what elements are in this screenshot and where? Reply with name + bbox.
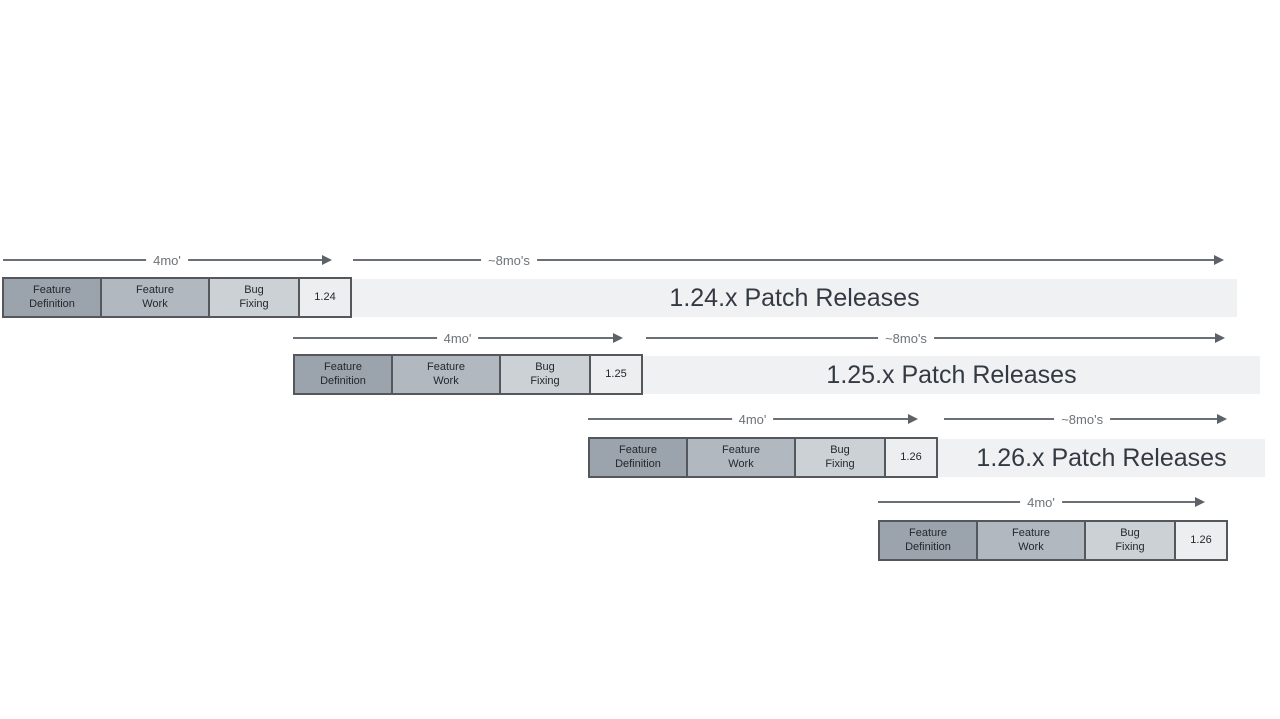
patch-releases-bar-3: 1.26.x Patch Releases — [938, 439, 1265, 477]
eight-month-arrow-1: ~8mo's — [352, 251, 1224, 269]
arrow-line — [353, 259, 1215, 261]
four-month-label: 4mo' — [146, 253, 188, 268]
phase-box-bug-fixing: Bug Fixing — [499, 354, 591, 395]
timeline-row-4: Feature Definition Feature Work Bug Fixi… — [878, 520, 1228, 561]
arrowhead-icon — [613, 333, 623, 343]
eight-month-label: ~8mo's — [1054, 412, 1111, 427]
phase-box-feature-definition: Feature Definition — [2, 277, 102, 318]
version-box: 1.26 — [884, 437, 938, 478]
timeline-row-2: Feature Definition Feature Work Bug Fixi… — [293, 354, 643, 395]
arrowhead-icon — [1217, 414, 1227, 424]
phase-box-feature-definition: Feature Definition — [293, 354, 393, 395]
arrowhead-icon — [1214, 255, 1224, 265]
phase-box-feature-work: Feature Work — [100, 277, 210, 318]
version-box: 1.26 — [1174, 520, 1228, 561]
arrowhead-icon — [1195, 497, 1205, 507]
four-month-label: 4mo' — [731, 412, 774, 427]
arrowhead-icon — [908, 414, 918, 424]
four-month-label: 4mo' — [1020, 495, 1062, 510]
four-month-arrow-1: 4mo' — [2, 251, 332, 269]
four-month-arrow-2: 4mo' — [292, 329, 623, 347]
phase-box-feature-work: Feature Work — [391, 354, 501, 395]
eight-month-label: ~8mo's — [878, 331, 934, 346]
four-month-label: 4mo' — [436, 331, 479, 346]
patch-releases-bar-2: 1.25.x Patch Releases — [643, 356, 1260, 394]
timeline-row-3: Feature Definition Feature Work Bug Fixi… — [588, 437, 938, 478]
phase-box-feature-work: Feature Work — [976, 520, 1086, 561]
phase-box-bug-fixing: Bug Fixing — [794, 437, 886, 478]
eight-month-arrow-2: ~8mo's — [645, 329, 1225, 347]
eight-month-label: ~8mo's — [481, 253, 537, 268]
phase-box-bug-fixing: Bug Fixing — [1084, 520, 1176, 561]
arrowhead-icon — [322, 255, 332, 265]
eight-month-arrow-3: ~8mo's — [943, 410, 1227, 428]
phase-box-bug-fixing: Bug Fixing — [208, 277, 300, 318]
phase-box-feature-definition: Feature Definition — [588, 437, 688, 478]
arrowhead-icon — [1215, 333, 1225, 343]
version-box: 1.24 — [298, 277, 352, 318]
four-month-arrow-4: 4mo' — [877, 493, 1205, 511]
patch-releases-bar-1: 1.24.x Patch Releases — [352, 279, 1237, 317]
four-month-arrow-3: 4mo' — [587, 410, 918, 428]
timeline-row-1: Feature Definition Feature Work Bug Fixi… — [2, 277, 352, 318]
phase-box-feature-definition: Feature Definition — [878, 520, 978, 561]
version-box: 1.25 — [589, 354, 643, 395]
phase-box-feature-work: Feature Work — [686, 437, 796, 478]
